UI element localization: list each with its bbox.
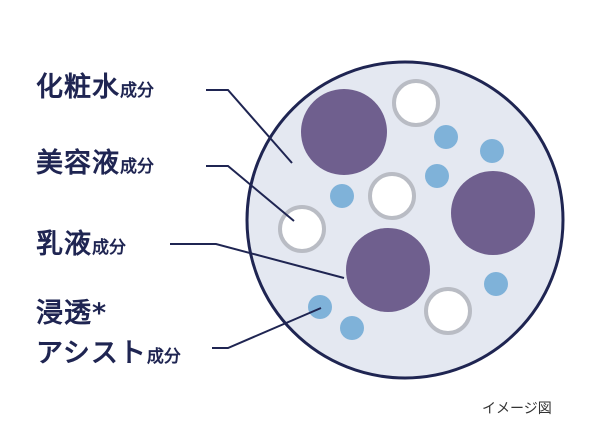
label-serum-main: 美容液 bbox=[36, 148, 120, 179]
penetration-particle bbox=[330, 184, 354, 208]
penetration-particle bbox=[308, 295, 332, 319]
label-lotion-suffix: 成分 bbox=[120, 81, 154, 101]
penetration-particle bbox=[480, 139, 504, 163]
label-penetration-main: アシスト bbox=[36, 338, 147, 369]
label-penetration-suffix: 成分 bbox=[146, 347, 181, 367]
label-emulsion: 乳液成分 bbox=[36, 231, 126, 258]
serum-particle bbox=[392, 79, 440, 127]
penetration-particle bbox=[425, 164, 449, 188]
leader-line-serum bbox=[206, 165, 295, 222]
label-emulsion-main: 乳液 bbox=[36, 229, 92, 260]
label-penetration-line1: 浸透* bbox=[36, 298, 108, 329]
penetration-particle bbox=[484, 272, 508, 296]
lotion-particle bbox=[451, 171, 535, 255]
label-serum: 美容液成分 bbox=[36, 150, 154, 177]
label-emulsion-suffix: 成分 bbox=[92, 238, 126, 258]
serum-particle bbox=[368, 172, 416, 220]
label-serum-suffix: 成分 bbox=[120, 157, 154, 177]
leader-line-penetration bbox=[212, 307, 322, 349]
penetration-particle bbox=[434, 125, 458, 149]
leader-line-emulsion bbox=[170, 243, 345, 279]
label-lotion-main: 化粧水 bbox=[36, 72, 120, 103]
label-penetration-line2: アシスト成分 bbox=[36, 340, 181, 367]
leader-line-lotion bbox=[206, 89, 293, 164]
image-caption: イメージ図 bbox=[482, 401, 552, 417]
serum-particle bbox=[424, 287, 472, 335]
penetration-particle bbox=[340, 316, 364, 340]
lotion-particle bbox=[346, 228, 430, 312]
lotion-particle bbox=[301, 89, 387, 175]
label-lotion: 化粧水成分 bbox=[36, 74, 154, 101]
